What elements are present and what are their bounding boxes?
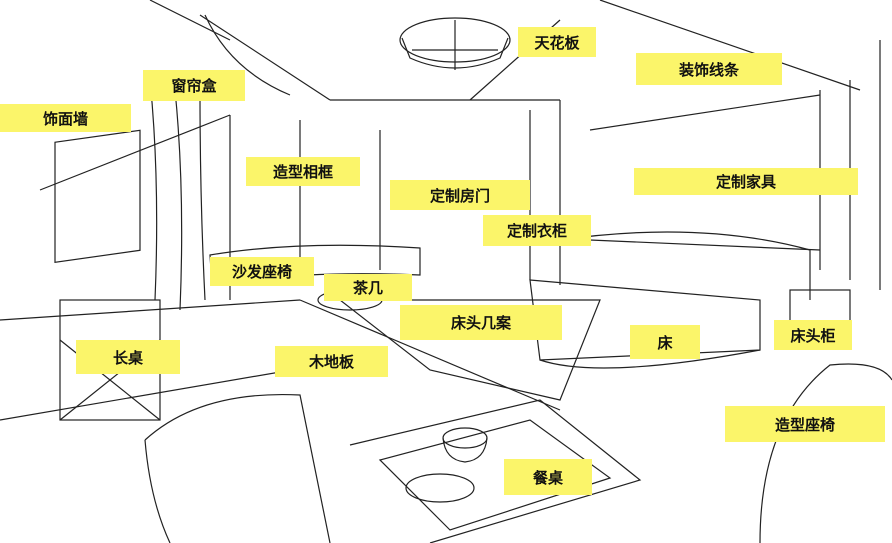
label-custom-wardrobe: 定制衣柜 bbox=[483, 215, 591, 246]
label-decorative-molding: 装饰线条 bbox=[636, 53, 782, 85]
label-sofa-chair: 沙发座椅 bbox=[210, 257, 314, 286]
label-curtain-box: 窗帘盒 bbox=[143, 70, 245, 101]
label-wood-floor: 木地板 bbox=[275, 346, 388, 377]
label-dining-table: 餐桌 bbox=[504, 459, 592, 495]
label-shaped-photo-frame: 造型相框 bbox=[246, 157, 360, 186]
label-custom-furniture: 定制家具 bbox=[634, 168, 858, 195]
label-custom-door: 定制房门 bbox=[390, 180, 530, 210]
label-tea-table: 茶几 bbox=[324, 274, 412, 301]
label-ceiling: 天花板 bbox=[518, 27, 596, 57]
label-shaped-chair: 造型座椅 bbox=[725, 406, 885, 442]
label-long-desk: 长桌 bbox=[76, 340, 180, 374]
label-bedside-cabinet: 床头柜 bbox=[774, 320, 852, 350]
wall-frame bbox=[54, 129, 141, 263]
label-bed: 床 bbox=[630, 325, 700, 359]
label-bedside-console: 床头几案 bbox=[400, 305, 562, 340]
label-feature-wall: 饰面墙 bbox=[0, 104, 131, 132]
